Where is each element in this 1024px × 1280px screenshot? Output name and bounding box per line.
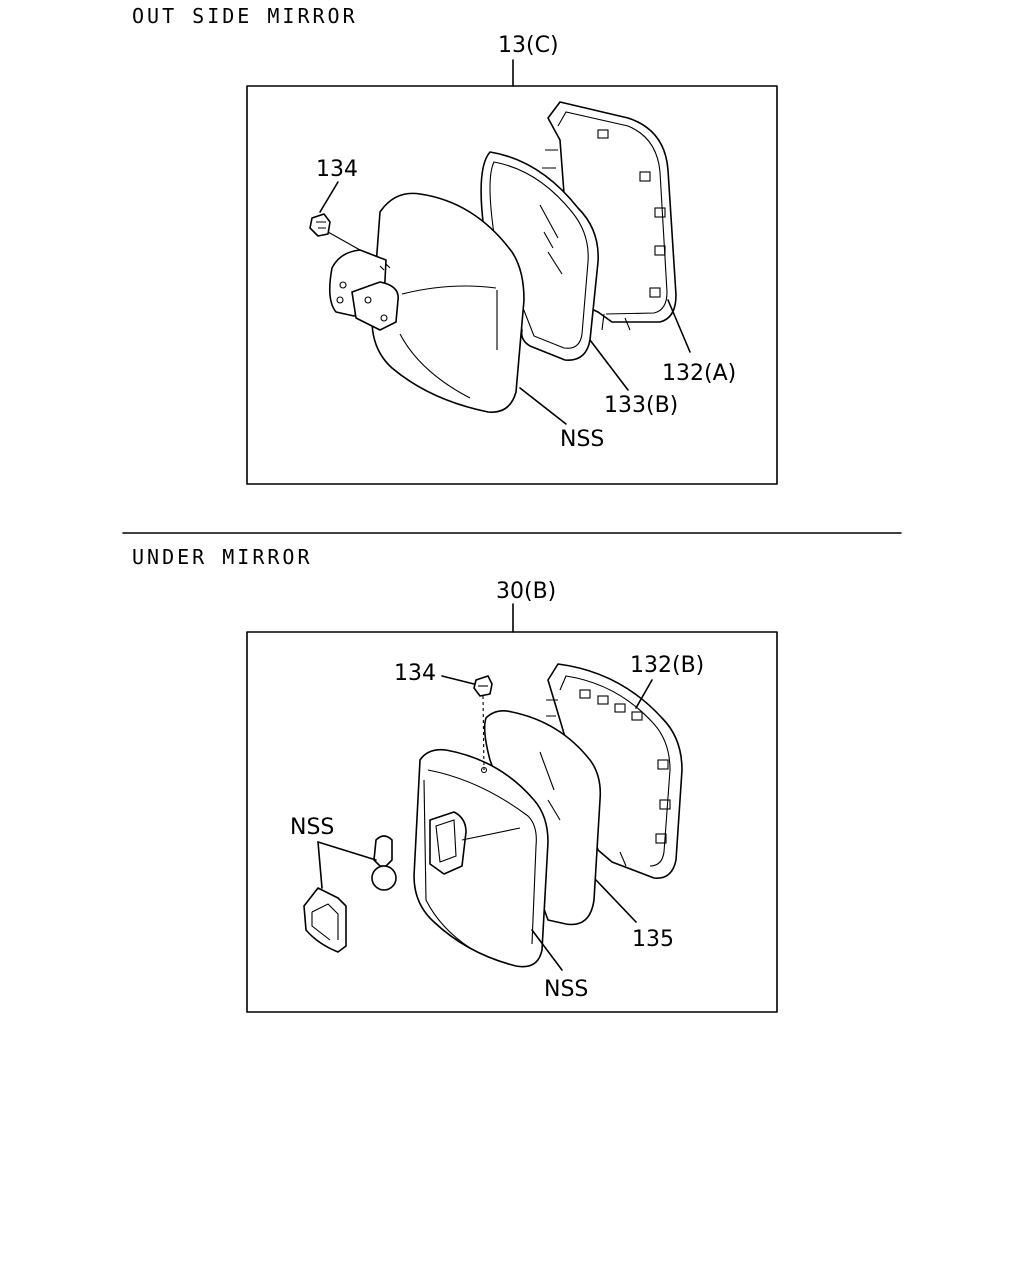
under-bracket-callout: NSS xyxy=(290,815,334,840)
under-mirror-ball-stud xyxy=(371,835,397,891)
under-glass-callout: 135 xyxy=(632,927,674,952)
outside-mirror-housing xyxy=(328,192,525,413)
outside-mirror-frame xyxy=(246,85,778,485)
under-screw-callout: 134 xyxy=(394,661,436,686)
under-mirror-frame xyxy=(246,631,778,1013)
under-mirror-bracket xyxy=(303,887,347,953)
outside-mirror-panel: 13(C) xyxy=(246,33,778,485)
under-housing-callout: NSS xyxy=(544,977,588,1002)
under-mirror-housing xyxy=(413,748,549,968)
under-mirror-heading: UNDER MIRROR xyxy=(132,545,313,569)
outside-glass-callout: 133(B) xyxy=(604,393,678,418)
under-mirror-panel: 30(B) xyxy=(246,579,778,1013)
outside-cover-callout: 132(A) xyxy=(662,361,736,386)
under-assembly-label: 30(B) xyxy=(496,579,556,604)
outside-mirror-bolt xyxy=(309,213,361,251)
under-mirror-screw xyxy=(473,675,493,771)
outside-assembly-label: 13(C) xyxy=(498,33,559,58)
outside-mirror-glass xyxy=(480,151,599,361)
outside-housing-callout: NSS xyxy=(560,427,604,452)
under-cover-callout: 132(B) xyxy=(630,653,704,678)
outside-mirror-heading: OUT SIDE MIRROR xyxy=(132,4,358,28)
under-mirror-cover xyxy=(546,663,683,879)
outside-bolt-callout: 134 xyxy=(316,157,358,182)
